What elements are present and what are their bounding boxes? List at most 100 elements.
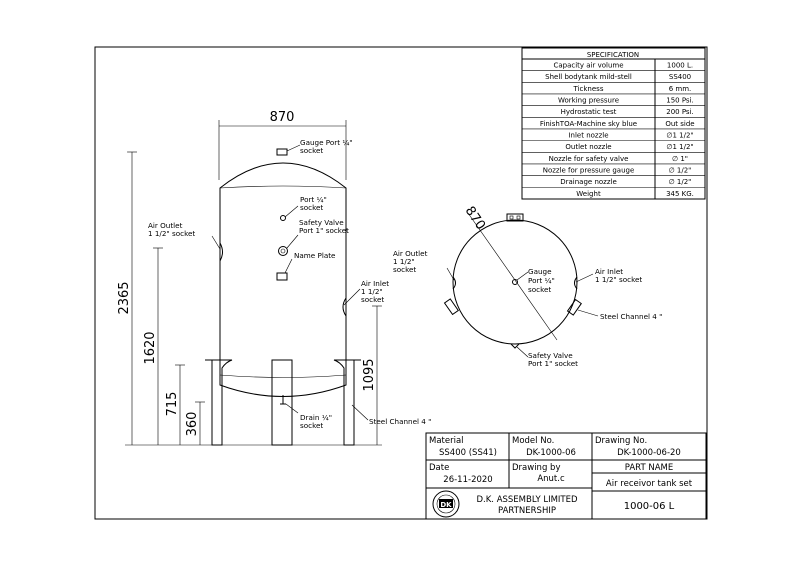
top-head-seam — [219, 185, 347, 189]
svg-text:Port 1" socket: Port 1" socket — [528, 359, 578, 368]
spec-row-value: 200 Psi. — [666, 108, 694, 116]
svg-text:1 1/2" socket: 1 1/2" socket — [595, 275, 642, 284]
air-inlet-nozzle — [342, 297, 347, 317]
bottom-head-seam — [219, 374, 347, 378]
svg-text:socket: socket — [300, 203, 323, 212]
company-logo: DK — [432, 490, 460, 518]
svg-text:1 1/2": 1 1/2" — [361, 287, 383, 296]
sheet-border — [94, 46, 708, 520]
name-plate-label: Name Plate — [294, 251, 336, 260]
spec-row-value: ∅ 1/2" — [669, 166, 692, 174]
top-safety-valve — [510, 343, 520, 349]
side-view: 870 — [117, 110, 431, 446]
spec-row-label: Hydrostatic test — [561, 108, 617, 116]
spec-row-label: Drainage nozzle — [560, 178, 617, 186]
spec-row-label: Capacity air volume — [553, 62, 623, 70]
spec-row-label: Tickness — [573, 85, 604, 93]
spec-title: SPECIFICATION — [587, 51, 639, 59]
spec-row-label: Nozzle for pressure gauge — [543, 166, 635, 174]
vessel-shell — [219, 162, 347, 397]
spec-row-label: Weight — [576, 190, 601, 198]
svg-text:Port 1" socket: Port 1" socket — [299, 226, 349, 235]
top-view-shell — [452, 219, 578, 345]
spec-row-value: SS400 — [669, 73, 691, 81]
top-air-outlet — [452, 276, 456, 290]
air-outlet-nozzle — [219, 242, 223, 262]
top-leg-right — [566, 298, 582, 316]
spec-row-label: Inlet nozzle — [568, 131, 608, 139]
spec-row-value: ∅ 1" — [672, 155, 688, 163]
top-air-inlet-label: Air Inlet — [595, 267, 623, 276]
part-code: 1000-06 L — [624, 501, 675, 512]
gauge-port-label: Gauge Port ¼" — [300, 138, 353, 147]
spec-row-value: ∅1 1/2" — [666, 143, 693, 151]
spec-row-value: 1000 L. — [667, 62, 693, 70]
spec-row-label: Nozzle for safety valve — [549, 155, 629, 163]
height-2365-text: 2365 — [117, 281, 132, 314]
width-dimension-text: 870 — [270, 110, 295, 125]
specification-table: SPECIFICATION Capacity air volume 1000 L.… — [521, 47, 706, 200]
top-leg-left — [443, 298, 459, 316]
support-legs — [205, 359, 361, 446]
spec-row-value: Out side — [665, 120, 694, 128]
safety-valve-label: Safety Valve — [299, 218, 344, 227]
company-name-line1: D.K. ASSEMBLY LIMITED — [476, 495, 578, 505]
svg-text:Port ¼": Port ¼" — [528, 276, 555, 285]
svg-text:socket: socket — [300, 146, 323, 155]
svg-text:socket: socket — [361, 295, 384, 304]
svg-text:1 1/2" socket: 1 1/2" socket — [148, 229, 195, 238]
spec-row-value: ∅ 1/2" — [669, 178, 692, 186]
port-socket — [280, 215, 286, 221]
vertical-dimensions — [125, 151, 382, 446]
top-view: 870 Air Outlet 1 1/2" socket Gauge Port … — [393, 204, 662, 368]
drain-label: Drain ¼" — [300, 413, 332, 422]
air-inlet-label: Air Inlet — [361, 279, 389, 288]
svg-text:1 1/2": 1 1/2" — [393, 257, 415, 266]
steel-channel-label: Steel Channel 4 " — [369, 417, 431, 426]
drawing-no-label: Drawing No. — [595, 436, 647, 446]
gauge-port-socket — [276, 148, 288, 156]
date-label: Date — [429, 463, 449, 473]
spec-row-label: Outlet nozzle — [565, 143, 611, 151]
height-1620-text: 1620 — [143, 331, 158, 364]
spec-row-label: Shell bodytank mild-stell — [545, 73, 632, 81]
top-gauge-port — [512, 279, 518, 285]
svg-text:socket: socket — [300, 421, 323, 430]
port-label: Port ¼" — [300, 195, 327, 204]
spec-row-value: 150 Psi. — [666, 96, 694, 104]
date-value: 26-11-2020 — [443, 475, 492, 485]
spec-row-value: 6 mm. — [669, 85, 692, 93]
air-outlet-label: Air Outlet — [148, 221, 183, 230]
material-label: Material — [429, 436, 464, 446]
drawing-by-value: Anut.c — [537, 474, 565, 484]
company-name-line2: PARTNERSHIP — [498, 506, 556, 516]
part-name-value: Air receivor tank set — [606, 479, 693, 489]
top-steel-channel-label: Steel Channel 4 " — [600, 312, 662, 321]
height-1095-text: 1095 — [362, 358, 377, 391]
title-block: Material SS400 (SS41) Model No. DK-1000-… — [425, 432, 707, 520]
spec-row-label: FinishTOA-Machine sky blue — [540, 120, 637, 128]
height-360-text: 360 — [185, 412, 200, 437]
top-air-outlet-label: Air Outlet — [393, 249, 428, 258]
spec-row-value: 345 KG. — [666, 190, 694, 198]
spec-row-value: ∅1 1/2" — [666, 131, 693, 139]
diameter-line — [467, 212, 558, 341]
height-715-text: 715 — [165, 392, 180, 417]
top-air-inlet — [574, 276, 578, 290]
part-name-label: PART NAME — [625, 463, 673, 473]
spec-row-label: Working pressure — [558, 96, 619, 104]
svg-text:DK: DK — [440, 501, 452, 509]
drawing-no-value: DK-1000-06-20 — [617, 448, 681, 458]
drawing-by-label: Drawing by — [512, 463, 560, 473]
top-gauge-port-label: Gauge — [528, 267, 552, 276]
svg-text:socket: socket — [393, 265, 416, 274]
safety-valve-socket — [278, 246, 288, 256]
model-label: Model No. — [512, 436, 554, 446]
svg-text:socket: socket — [528, 285, 551, 294]
top-safety-valve-label: Safety Valve — [528, 351, 573, 360]
name-plate — [276, 272, 288, 281]
top-lug — [506, 213, 524, 222]
model-value: DK-1000-06 — [526, 448, 576, 458]
material-value: SS400 (SS41) — [439, 448, 497, 458]
